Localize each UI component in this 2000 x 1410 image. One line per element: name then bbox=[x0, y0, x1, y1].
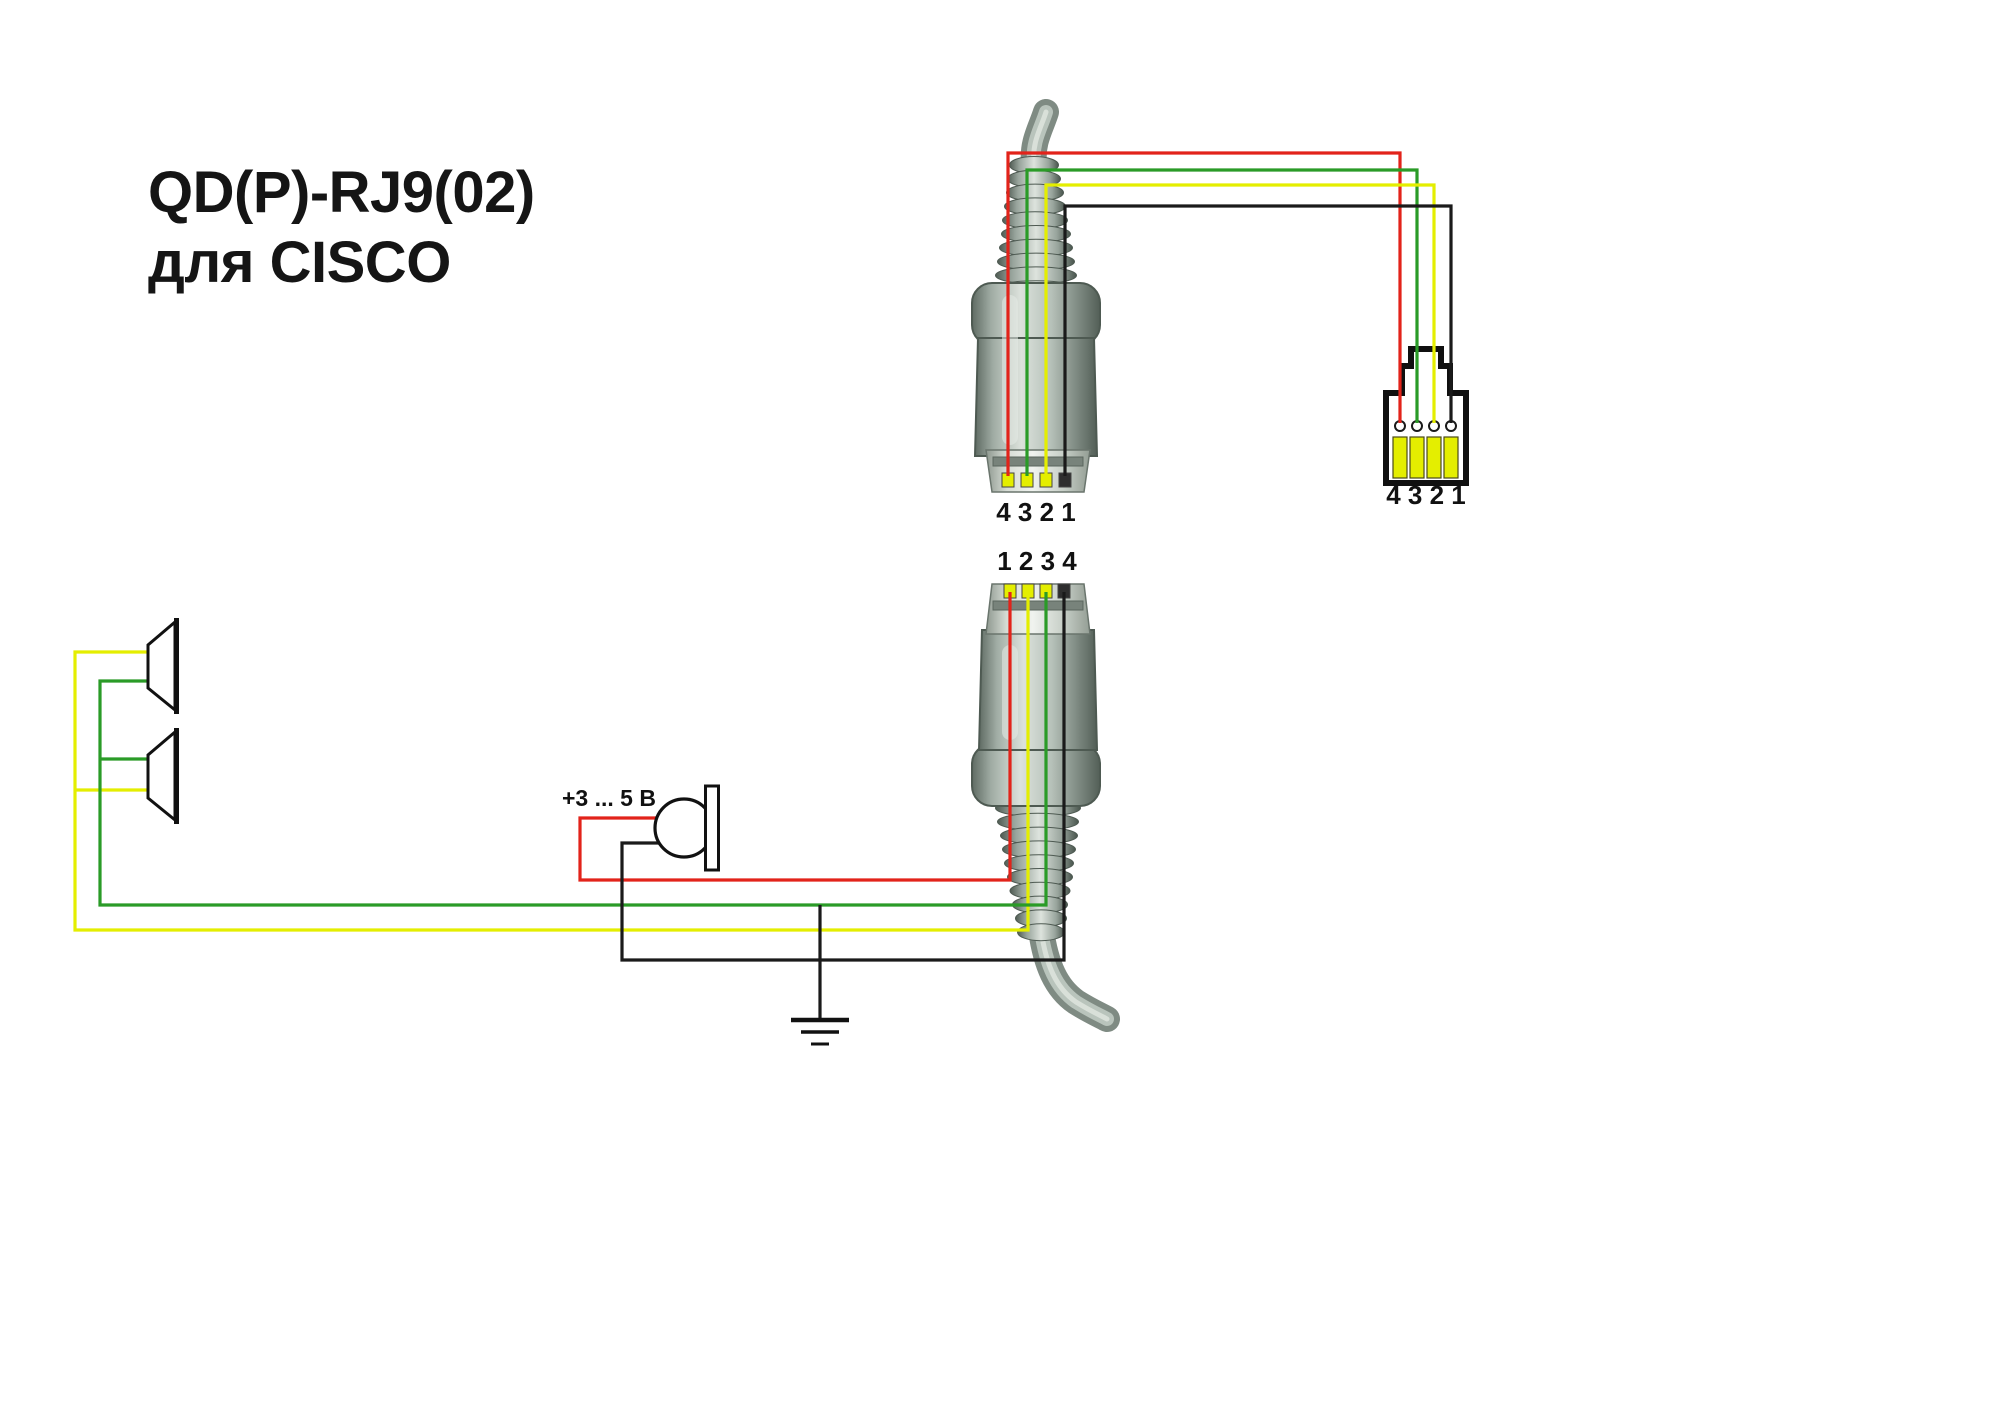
microphone-symbol bbox=[653, 784, 720, 872]
speaker-top bbox=[146, 618, 179, 714]
qd-top-contacts bbox=[1001, 472, 1072, 488]
speaker-bottom-horn bbox=[146, 728, 177, 824]
page-title-line2: для CISCO bbox=[148, 230, 451, 295]
strain-relief-ribs-bottom bbox=[995, 799, 1081, 942]
harness-top bbox=[1006, 151, 1453, 476]
wire-black-bottom bbox=[620, 592, 1066, 962]
wire-yellow-bottom bbox=[73, 592, 1030, 932]
microphone-plate bbox=[704, 784, 720, 872]
rj9-pin-1 bbox=[1443, 436, 1459, 479]
wire-green-top bbox=[1025, 168, 1419, 476]
rj9-pin-2 bbox=[1426, 436, 1442, 479]
harness-bottom bbox=[73, 592, 1066, 1020]
rj9-connector bbox=[1383, 346, 1469, 486]
qd-connector-bottom bbox=[971, 583, 1120, 1032]
page-title-line1: QD(P)-RJ9(02) bbox=[148, 160, 535, 225]
ground-symbol bbox=[791, 1017, 849, 1046]
qd-top-body-highlight bbox=[1002, 295, 1018, 445]
wire-red-top bbox=[1006, 151, 1402, 476]
rj9-pins bbox=[1392, 436, 1459, 479]
qd-bottom-groove bbox=[992, 600, 1084, 611]
rj9-pin-4 bbox=[1392, 436, 1408, 479]
qd-connector-top bbox=[971, 99, 1101, 493]
speaker-bottom bbox=[146, 728, 179, 824]
qd-bottom-pin-numbers: 1 2 3 4 bbox=[997, 546, 1077, 576]
qd-bottom-body bbox=[977, 629, 1099, 751]
qd-top-groove bbox=[992, 456, 1084, 467]
rj9-pin-3 bbox=[1409, 436, 1425, 479]
qd-top-pin-numbers: 4 3 2 1 bbox=[996, 497, 1076, 527]
wire-green-bottom bbox=[98, 592, 1048, 907]
wire-red-bottom bbox=[578, 592, 1012, 882]
qd-bottom-contacts bbox=[1003, 583, 1071, 599]
cable-bottom bbox=[1028, 917, 1120, 1032]
rj9-pin-numbers: 4 3 2 1 bbox=[1386, 480, 1466, 510]
wire-yellow-top bbox=[1044, 183, 1436, 476]
qd-bottom-collar bbox=[971, 743, 1101, 807]
qd-top-body bbox=[973, 337, 1099, 457]
speaker-top-horn bbox=[146, 618, 177, 714]
wire-black-top bbox=[1063, 204, 1453, 476]
qd-top-collar bbox=[971, 282, 1101, 346]
text-labels: QD(P)-RJ9(02) для CISCO 4 3 2 1 1 2 3 4 … bbox=[148, 160, 1466, 811]
mic-voltage-label: +3 ... 5 В bbox=[562, 785, 656, 811]
